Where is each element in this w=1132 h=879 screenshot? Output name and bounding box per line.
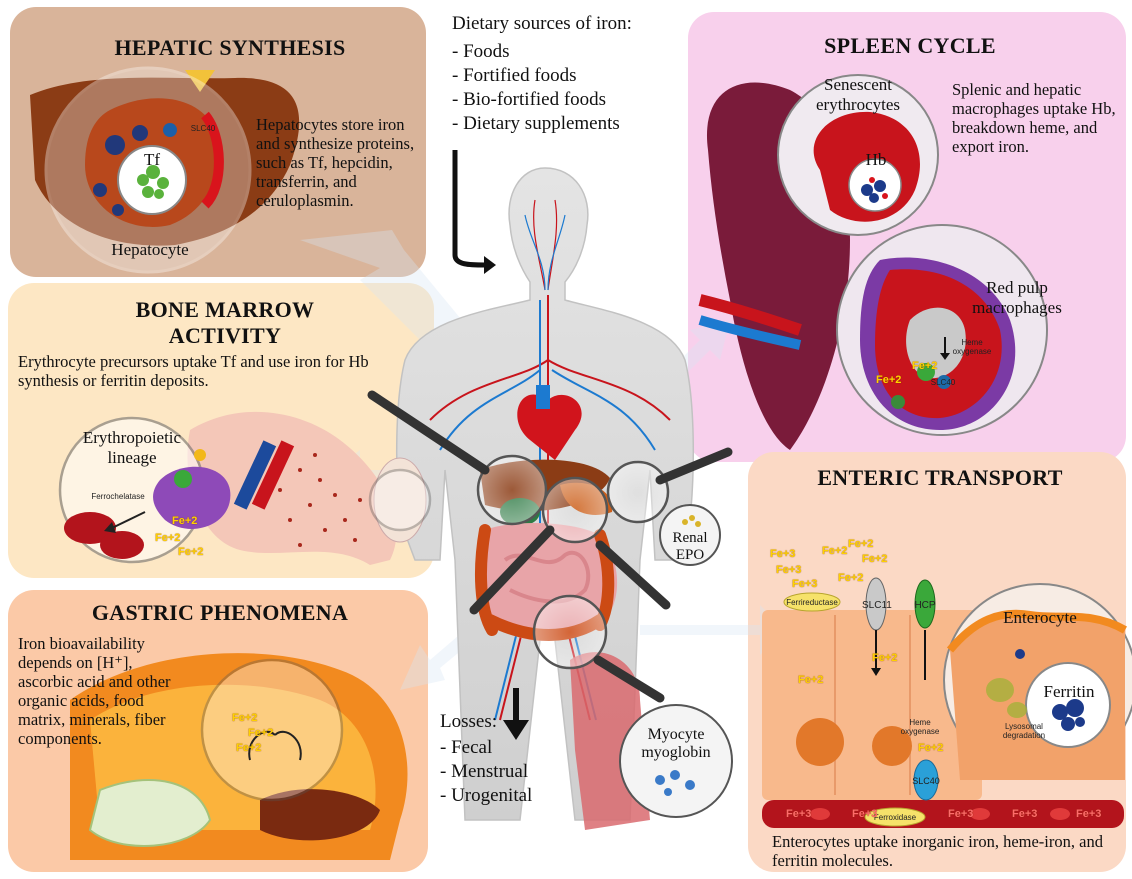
gastric-fe-label: Fe+2: [248, 727, 273, 739]
enteric-title: ENTERIC TRANSPORT: [780, 465, 1100, 491]
slc40-label: SLC40: [912, 776, 940, 786]
hepatic-tf-label: Tf: [132, 150, 172, 170]
hcp-label: HCP: [913, 600, 937, 611]
heme-oxygenase-label: Heme oxygenase: [900, 718, 940, 736]
bone-marrow-title-line1: BONE MARROW: [60, 297, 390, 323]
bone-marrow-title-line2: ACTIVITY: [60, 323, 390, 349]
enteric-fe2-label: Fe+2: [838, 572, 863, 584]
hepatic-slc40-label: SLC40: [188, 124, 218, 133]
enteric-fe3-label: Fe+3: [792, 578, 817, 590]
enteric-description: Enterocytes uptake inorganic iron, heme-…: [772, 832, 1122, 870]
bone-fe-label: Fe+2: [178, 546, 203, 558]
senescent-erythrocytes-label: Senescent erythrocytes: [808, 75, 908, 115]
ferrochelatase-label: Ferrochelatase: [88, 492, 148, 501]
red-pulp-macrophages-label: Red pulp macrophages: [972, 278, 1062, 318]
spleen-fe-label: Fe+2: [876, 374, 901, 386]
enteric-fe2-label: Fe+2: [862, 553, 887, 565]
spleen-description: Splenic and hepatic macrophages uptake H…: [952, 80, 1122, 156]
hepatocyte-label: Hepatocyte: [85, 240, 215, 260]
enteric-fe2-label: Fe+2: [918, 742, 943, 754]
hepatic-description: Hepatocytes store iron and synthesize pr…: [256, 115, 416, 210]
slc11-label: SLC11: [862, 600, 890, 611]
blood-fe3-label: Fe+3: [786, 808, 811, 820]
blood-fe3-label: Fe+3: [948, 808, 973, 820]
spleen-slc40-label: SLC40: [928, 378, 958, 387]
intake-arrow: [455, 150, 485, 265]
dietary-source-item: Foods: [452, 40, 620, 64]
gastric-title: GASTRIC PHENOMENA: [60, 600, 380, 626]
dietary-sources-list: Foods Fortified foods Bio-fortified food…: [452, 40, 620, 136]
losses-title: Losses:: [440, 712, 497, 731]
hb-label: Hb: [858, 150, 894, 170]
enteric-fe2-label: Fe+2: [798, 674, 823, 686]
enteric-fe3-label: Fe+3: [770, 548, 795, 560]
blood-fe3-label: Fe+3: [1076, 808, 1101, 820]
loss-item: Urogenital: [440, 784, 532, 808]
enteric-fe2-label: Fe+2: [872, 652, 897, 664]
dietary-source-item: Fortified foods: [452, 64, 620, 88]
ferrireductase-label: Ferrireductase: [784, 598, 840, 607]
enterocyte-label: Enterocyte: [990, 608, 1090, 628]
dietary-source-item: Bio-fortified foods: [452, 88, 620, 112]
erythropoietic-lineage-label: Erythropoietic lineage: [82, 428, 182, 468]
losses-arrow: [513, 688, 519, 722]
blood-fe3-label: Fe+3: [852, 808, 877, 820]
enteric-fe2-label: Fe+2: [822, 545, 847, 557]
spleen-heme-oxygenase-label: Heme oxygenase: [952, 338, 992, 356]
spleen-title: SPLEEN CYCLE: [780, 33, 1040, 59]
gastric-fe-label: Fe+2: [232, 712, 257, 724]
gastric-description: Iron bioavailability depends on [H⁺], as…: [18, 634, 190, 748]
dietary-source-item: Dietary supplements: [452, 112, 620, 136]
myocyte-myoglobin-label: Myocyte myoglobin: [626, 726, 726, 762]
loss-item: Fecal: [440, 736, 532, 760]
losses-list: Fecal Menstrual Urogenital: [440, 736, 532, 808]
spleen-fe-label: Fe+2: [912, 360, 937, 372]
renal-epo-label: Renal EPO: [660, 530, 720, 564]
enteric-fe3-label: Fe+3: [776, 564, 801, 576]
hepatic-title: HEPATIC SYNTHESIS: [80, 35, 380, 61]
bone-fe-label: Fe+2: [155, 532, 180, 544]
loss-item: Menstrual: [440, 760, 532, 784]
enteric-fe2-label: Fe+2: [848, 538, 873, 550]
bone-marrow-description: Erythrocyte precursors uptake Tf and use…: [18, 352, 428, 390]
bone-fe-label: Fe+2: [172, 515, 197, 527]
dietary-sources-title: Dietary sources of iron:: [452, 14, 632, 33]
lysosomal-degradation-label: Lysosomal degradation: [1000, 722, 1048, 740]
gastric-fe-label: Fe+2: [236, 742, 261, 754]
blood-fe3-label: Fe+3: [1012, 808, 1037, 820]
ferritin-label: Ferritin: [1034, 682, 1104, 702]
